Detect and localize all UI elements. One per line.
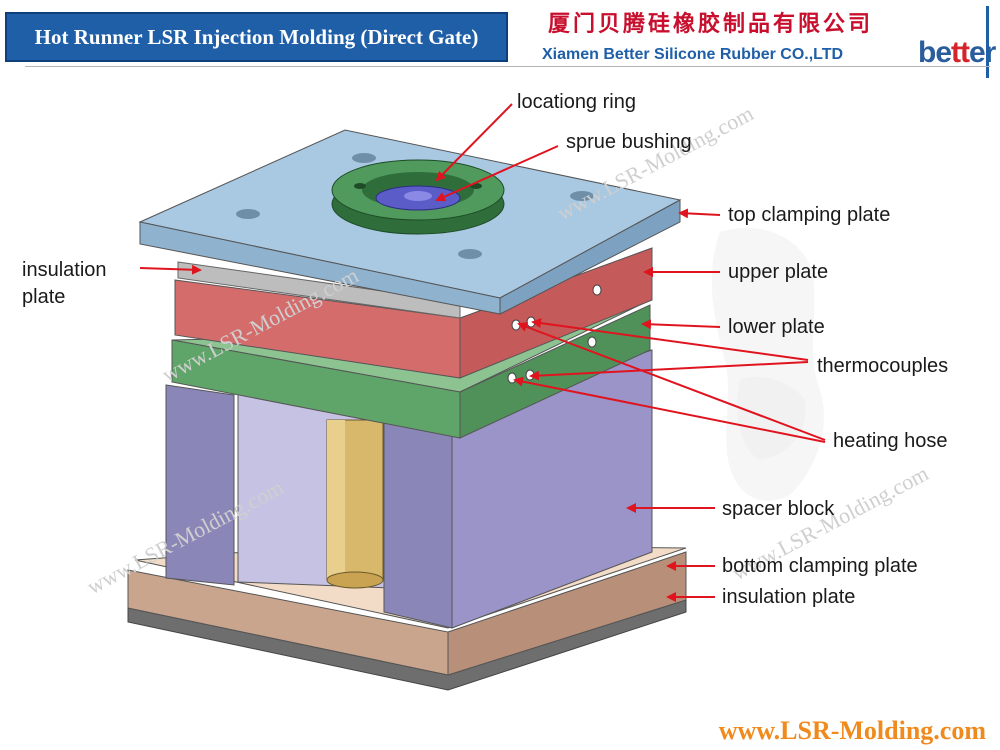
header-divider <box>25 66 990 67</box>
company-name-english: Xiamen Better Silicone Rubber CO.,LTD <box>542 46 844 63</box>
arrow-thermocouple-1 <box>531 318 809 361</box>
logo-text-suffix: er <box>969 36 996 69</box>
arrow-sprue-bushing <box>435 145 559 202</box>
arrow-thermocouple-2 <box>529 361 809 381</box>
company-name-chinese: 厦门贝腾硅橡胶制品有限公司 <box>548 11 874 37</box>
footer-website-link[interactable]: www.LSR-Molding.com <box>718 716 986 745</box>
spacer-block-left <box>165 384 235 586</box>
label-sprue-bushing: sprue bushing <box>566 131 692 153</box>
arrow-heating-hose-2 <box>513 376 826 443</box>
page-title: Hot Runner LSR Injection Molding (Direct… <box>34 25 479 49</box>
top-insulation-plate <box>177 261 461 319</box>
label-heating-hose: heating hose <box>833 430 948 452</box>
label-insulation-plate-bottom: insulation plate <box>722 586 856 608</box>
logo-wordmark: better <box>918 36 996 70</box>
better-logo: better <box>918 2 996 80</box>
logo-text-prefix: be <box>918 36 952 69</box>
sprue-post <box>326 419 384 589</box>
arrow-locating-ring <box>435 103 513 182</box>
arrow-heating-hose-1 <box>517 322 826 441</box>
title-banner: Hot Runner LSR Injection Molding (Direct… <box>5 12 508 62</box>
arrow-lower-plate <box>641 319 721 330</box>
label-spacer-block: spacer block <box>722 498 835 520</box>
label-lower-plate: lower plate <box>728 316 825 338</box>
label-insulation-plate-top-line2: plate <box>22 286 66 308</box>
label-insulation-plate-top-line1: insulation <box>22 259 107 281</box>
label-thermocouples: thermocouples <box>817 355 949 377</box>
logo-text-accent: tt <box>951 36 970 69</box>
annotation-arrows <box>139 103 826 602</box>
label-upper-plate: upper plate <box>728 261 829 283</box>
logo-bar <box>986 6 989 78</box>
label-top-clamping-plate: top clamping plate <box>728 204 891 226</box>
label-bottom-clamping-plate: bottom clamping plate <box>722 555 918 577</box>
arrow-insulation-plate-top <box>139 264 202 275</box>
sprue-bushing <box>375 185 461 211</box>
label-locating-ring: locationg ring <box>517 91 636 113</box>
arrow-top-clamping-plate <box>678 208 721 219</box>
